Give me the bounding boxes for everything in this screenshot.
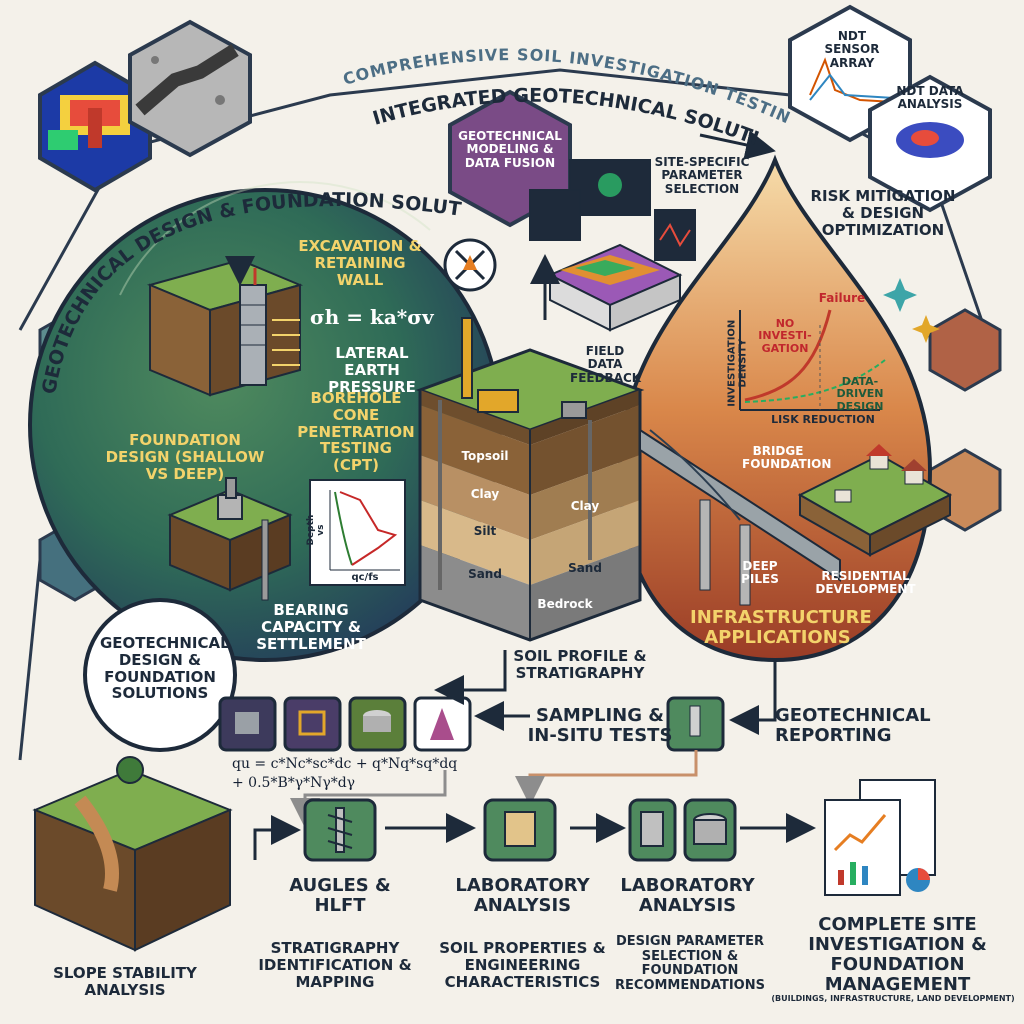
bearing-label: BEARING CAPACITY & SETTLEMENT: [256, 601, 366, 653]
modeling-label: GEOTECHNICAL MODELING & DATA FUSION: [458, 129, 562, 170]
lateral-arrows: [272, 319, 300, 366]
risk-chart: [739, 309, 886, 411]
residential-block: [797, 444, 953, 557]
ndt-analysis-hexagon: [868, 74, 992, 213]
piles-label: DEEP PILES: [741, 559, 779, 587]
failure-label: Failure: [818, 291, 866, 305]
thermal-hexagon: [38, 60, 152, 193]
layer-sand: Sand: [468, 567, 502, 581]
residential-label: RESIDENTIAL DEVELOPMENT: [815, 569, 916, 597]
site-specific-label: SITE-SPECIFIC PARAMETER SELECTION: [654, 155, 750, 196]
infra-label: INFRASTRUCTURE APPLICATIONS: [690, 607, 872, 649]
geo-solutions-circle: [83, 598, 237, 752]
excavation-block: [146, 260, 304, 397]
bottom-icon-glyphs: [327, 807, 727, 853]
ndt-sensor-label: NDT SENSOR ARRAY: [824, 29, 880, 70]
sampling-label: SAMPLING & IN-SITU TESTS: [527, 705, 673, 747]
cpt-ylabel: Depth vs: [305, 514, 326, 546]
chart-ylabel: INVESTIGATION DENSITY: [726, 319, 749, 407]
no-investigation-label: NO INVESTI-GATION: [758, 317, 812, 355]
layer-clay-right: Clay: [570, 499, 600, 513]
bearing-formula-1: qu = c*Nc*sc*dc + q*Nq*sq*dq: [232, 756, 458, 772]
layer-silt: Silt: [473, 524, 497, 538]
cpt-chart-card: [309, 479, 406, 586]
bearing-formula-2: + 0.5*B*γ*Nγ*dγ: [232, 775, 356, 791]
complete-label: COMPLETE SITE INVESTIGATION & FOUNDATION…: [808, 914, 987, 996]
field-feedback-label: FIELD DATA FEEDBACK: [570, 344, 642, 385]
lab1-label: LABORATORY ANALYSIS: [455, 875, 590, 917]
bridge: [639, 428, 841, 606]
strat-label: STRATIGRAPHY IDENTIFICATION & MAPPING: [258, 939, 412, 991]
data-fusion-icon: [443, 238, 497, 292]
crack-hexagon: [128, 19, 252, 158]
monitors: [529, 159, 696, 261]
ndt-analysis-label: NDT DATA ANALYSIS: [896, 84, 964, 112]
layer-bedrock: Bedrock: [537, 597, 593, 611]
soil-block: [415, 317, 645, 642]
geo-circle-label: GEOTECHNICAL DESIGN & FOUNDATION SOLUTIO…: [100, 634, 230, 703]
tool-icon-glyphs: [235, 705, 701, 740]
foundation-block: [167, 477, 293, 601]
chart-xlabel: LISK REDUCTION: [771, 413, 875, 426]
slope-label: SLOPE STABILITY ANALYSIS: [53, 964, 197, 999]
report-documents: [824, 779, 936, 896]
reporting-label: GEOTECHNICAL REPORTING: [775, 705, 931, 747]
lab2-label: LABORATORY ANALYSIS: [620, 875, 755, 917]
layer-topsoil: Topsoil: [461, 449, 509, 463]
layer-sand-right: Sand: [568, 561, 602, 575]
borehole-label: BOREHOLE CONE PENETRATION TESTING (CPT): [297, 389, 415, 475]
augles-label: AUGLES & HLFT: [289, 875, 391, 917]
design-param-label: DESIGN PARAMETER SELECTION & FOUNDATION …: [615, 934, 765, 993]
excavation-label: EXCAVATION & RETAINING WALL: [298, 237, 422, 289]
bridge-label: BRIDGE FOUNDATION: [742, 444, 832, 472]
risk-label: RISK MITIGATION & DESIGN OPTIMIZATION: [810, 187, 956, 239]
terrain-map: [547, 243, 683, 332]
layer-clay: Clay: [470, 487, 500, 501]
lateral-label: LATERAL EARTH PRESSURE: [328, 344, 416, 396]
slope-block: [32, 756, 233, 952]
data-driven-label: DATA-DRIVEN DESIGN: [836, 375, 884, 413]
complete-sub-label: (BUILDINGS, INFRASTRUCTURE, LAND DEVELOP…: [771, 994, 1015, 1003]
lateral-formula: σh = ka*σv: [310, 305, 434, 329]
cpt-xlabel: qc/fs: [351, 572, 379, 583]
foundation-label: FOUNDATION DESIGN (SHALLOW vs DEEP): [105, 431, 265, 483]
soilprops-label: SOIL PROPERTIES & ENGINEERING CHARACTERI…: [439, 939, 606, 991]
soil-profile-label: SOIL PROFILE & STRATIGRAPHY: [513, 647, 647, 682]
sparkles: [883, 278, 940, 343]
